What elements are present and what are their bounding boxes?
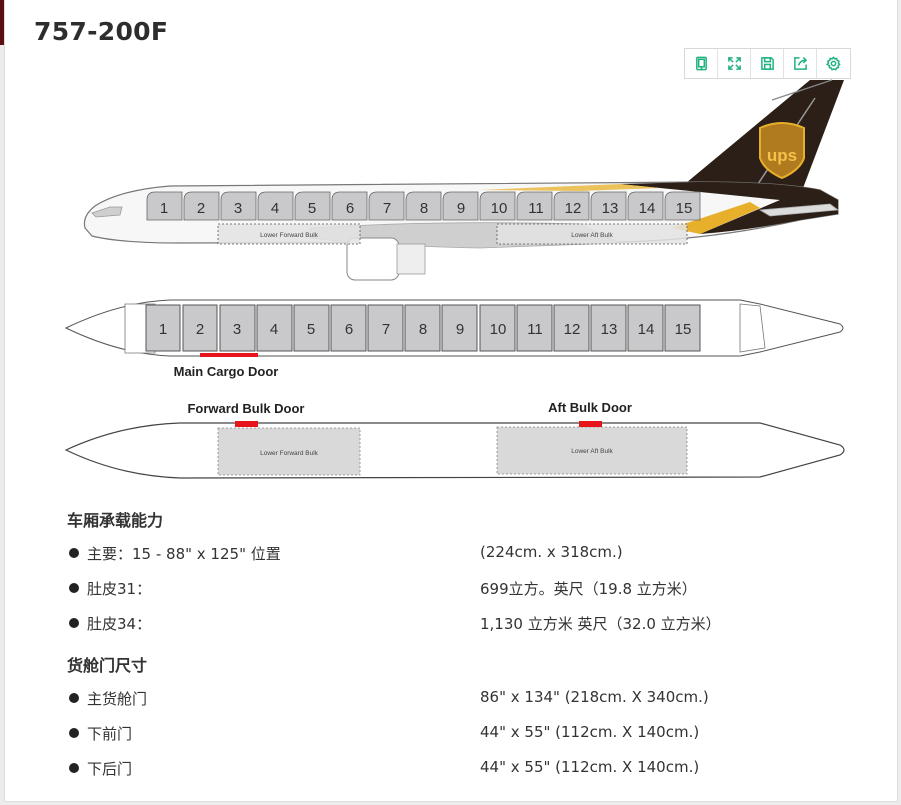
aircraft-side-view: ups 1 — [83, 79, 844, 281]
bullet-icon — [69, 583, 79, 593]
svg-text:10: 10 — [491, 200, 508, 217]
svg-text:4: 4 — [270, 321, 278, 338]
forward-bulk-door-marker — [235, 421, 258, 427]
svg-text:6: 6 — [346, 200, 354, 217]
svg-text:Lower Forward Bulk: Lower Forward Bulk — [260, 232, 319, 239]
svg-text:11: 11 — [528, 200, 544, 217]
svg-text:12: 12 — [564, 321, 581, 338]
tablet-icon — [695, 56, 707, 71]
svg-text:9: 9 — [456, 321, 464, 338]
capacity-value: 699立方。英尺（19.8 立方米） — [480, 580, 697, 598]
save-button[interactable] — [751, 49, 784, 78]
svg-text:14: 14 — [638, 321, 655, 338]
svg-text:Lower Forward Bulk: Lower Forward Bulk — [260, 450, 319, 457]
svg-text:Lower Aft Bulk: Lower Aft Bulk — [571, 448, 613, 455]
fullscreen-button[interactable] — [718, 49, 751, 78]
door-dimensions-heading: 货舱门尺寸 — [67, 656, 148, 675]
svg-text:1: 1 — [160, 200, 168, 217]
settings-icon — [826, 56, 841, 71]
svg-text:14: 14 — [639, 200, 656, 217]
svg-text:12: 12 — [565, 200, 582, 217]
capacity-label: 主要：15 - 88" x 125" 位置 — [87, 545, 281, 563]
door-label: 下后门 — [87, 760, 133, 778]
svg-text:ups: ups — [767, 146, 797, 165]
capacity-label: 肚皮31： — [87, 580, 152, 598]
share-icon — [793, 56, 807, 70]
svg-text:Main Cargo Door: Main Cargo Door — [174, 364, 279, 379]
door-value: 86" x 134" (218cm. X 340cm.) — [480, 688, 709, 706]
svg-text:Lower Aft Bulk: Lower Aft Bulk — [571, 232, 613, 239]
door-label: 下前门 — [87, 725, 133, 743]
share-button[interactable] — [784, 49, 817, 78]
svg-text:13: 13 — [602, 200, 619, 217]
svg-text:15: 15 — [676, 200, 693, 217]
svg-text:3: 3 — [233, 321, 241, 338]
mobile-view-button[interactable] — [685, 49, 718, 78]
capacity-value: 1,130 立方米 英尺（32.0 立方米） — [480, 615, 721, 633]
door-label: 主货舱门 — [87, 690, 148, 708]
side-main-deck-positions: 1 2 3 4 5 6 7 8 9 10 11 12 13 14 — [146, 191, 701, 221]
fullscreen-icon — [727, 57, 741, 70]
svg-text:3: 3 — [234, 200, 242, 217]
capacity-heading: 车厢承载能力 — [67, 511, 164, 530]
settings-button[interactable] — [817, 49, 850, 78]
svg-text:4: 4 — [271, 200, 279, 217]
capacity-value: (224cm. x 318cm.) — [480, 543, 623, 561]
capacity-label: 肚皮34： — [87, 615, 152, 633]
svg-text:1: 1 — [159, 321, 167, 338]
svg-text:2: 2 — [197, 200, 205, 217]
svg-text:2: 2 — [196, 321, 204, 338]
cargo-layout-diagram: ups 1 — [60, 78, 850, 493]
bullet-icon — [69, 728, 79, 738]
svg-text:6: 6 — [345, 321, 353, 338]
bullet-icon — [69, 548, 79, 558]
bullet-icon — [69, 618, 79, 628]
aft-bulk-door-marker — [579, 421, 602, 427]
ups-logo-icon: ups — [759, 122, 805, 180]
main-deck-top-view: 1 2 3 4 5 6 7 8 9 10 11 12 13 14 15 — [64, 299, 844, 379]
svg-text:5: 5 — [308, 200, 316, 217]
svg-text:5: 5 — [307, 321, 315, 338]
main-cargo-door-marker — [200, 353, 258, 357]
svg-text:10: 10 — [490, 321, 507, 338]
svg-text:7: 7 — [382, 321, 390, 338]
svg-text:15: 15 — [675, 321, 692, 338]
svg-text:13: 13 — [601, 321, 618, 338]
page-title: 757-200F — [34, 17, 169, 46]
svg-text:Aft Bulk Door: Aft Bulk Door — [548, 400, 632, 415]
save-icon — [760, 57, 774, 70]
svg-text:11: 11 — [527, 321, 543, 338]
svg-text:8: 8 — [419, 321, 427, 338]
bullet-icon — [69, 693, 79, 703]
bullet-icon — [69, 763, 79, 773]
door-value: 44" x 55" (112cm. X 140cm.) — [480, 758, 700, 776]
svg-text:7: 7 — [383, 200, 391, 217]
content-card: 757-200F u — [4, 0, 898, 802]
lower-deck-top-view: Forward Bulk Door Aft Bulk Door Lower Fo… — [64, 400, 845, 479]
image-toolbar — [684, 48, 851, 79]
door-value: 44" x 55" (112cm. X 140cm.) — [480, 723, 700, 741]
svg-text:8: 8 — [420, 200, 428, 217]
svg-text:Forward Bulk Door: Forward Bulk Door — [187, 401, 304, 416]
svg-text:9: 9 — [457, 200, 465, 217]
